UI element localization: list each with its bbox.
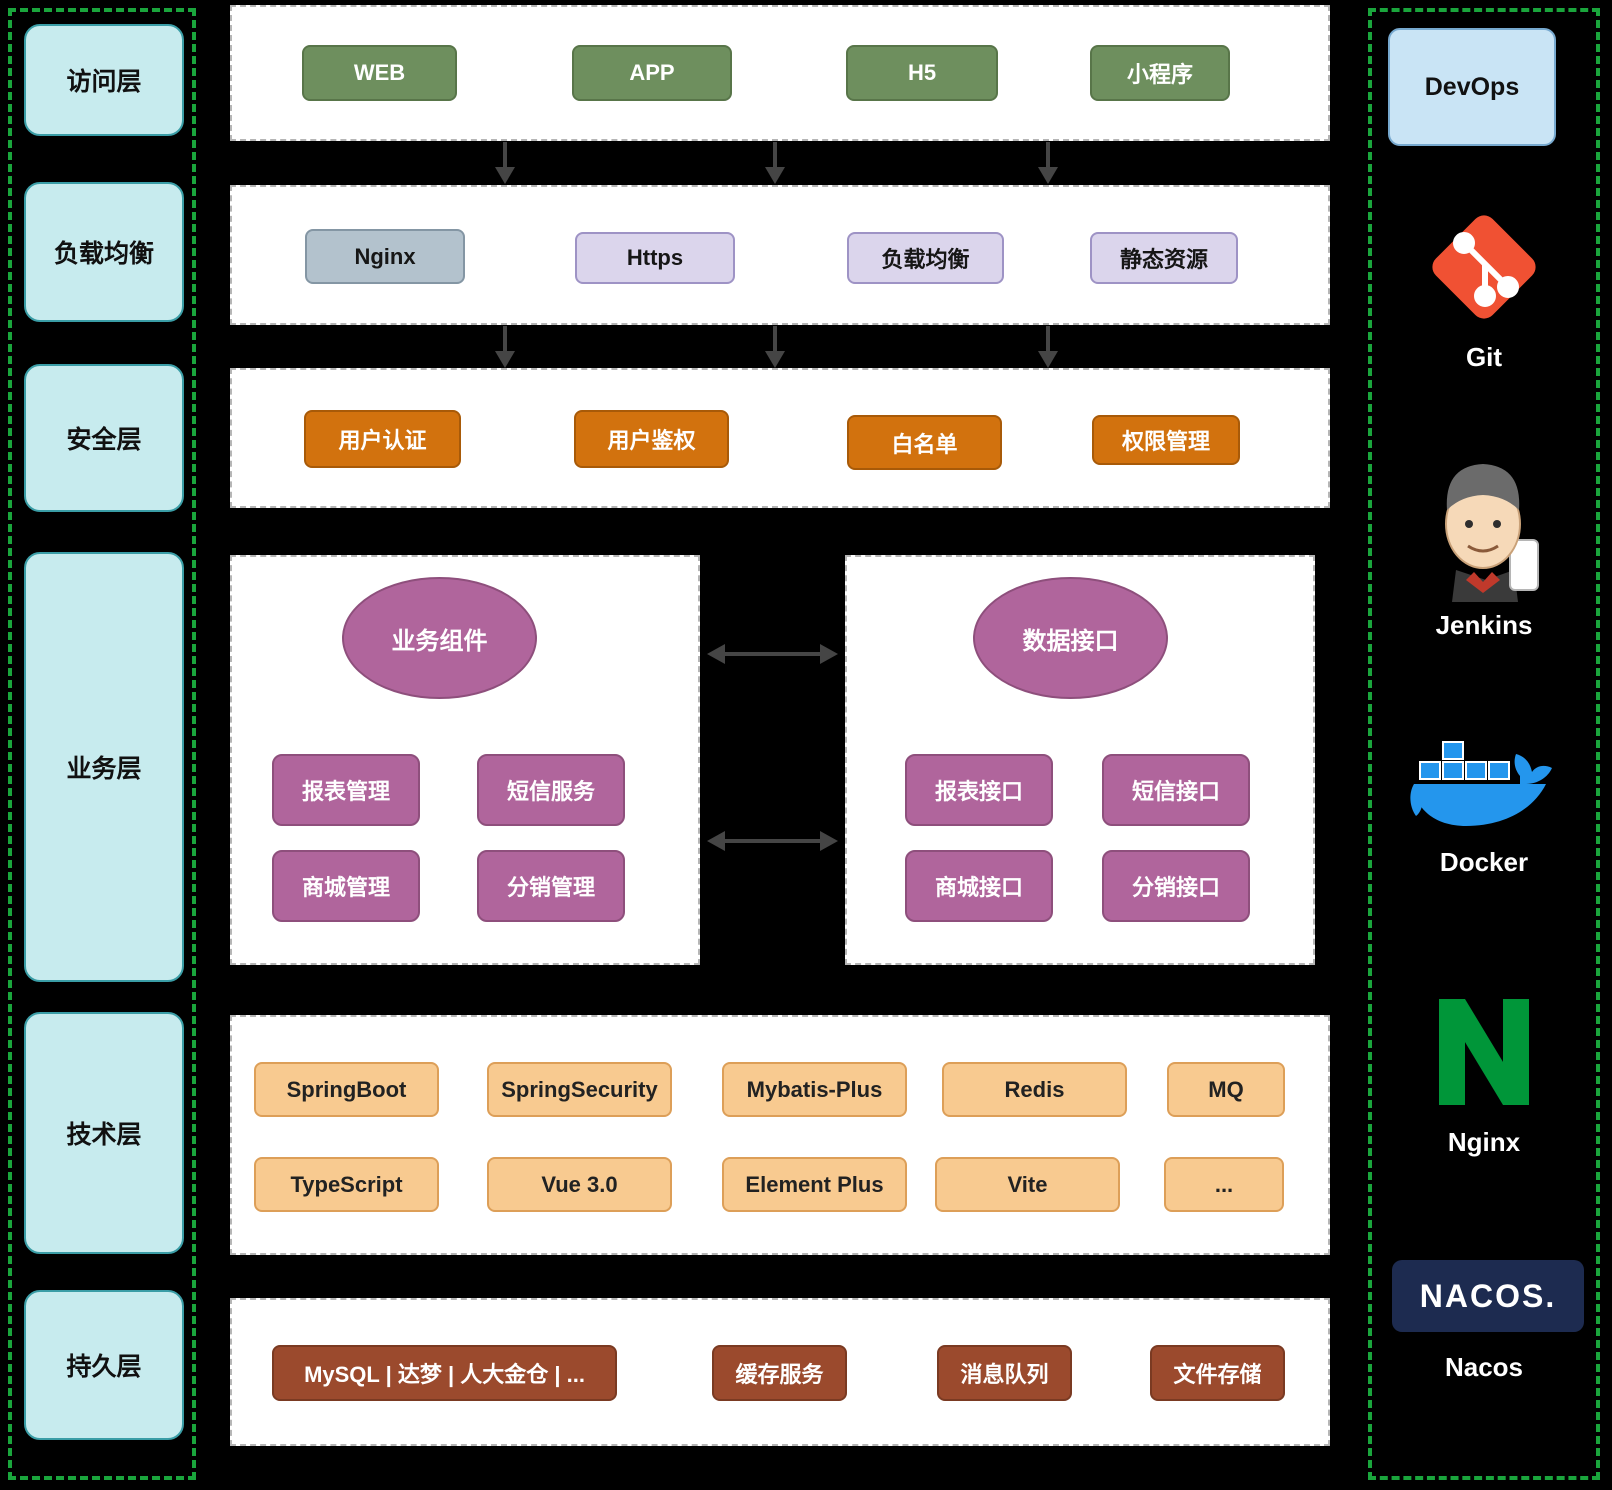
layer-label-load-balance: 负载均衡: [24, 182, 184, 322]
node-web: WEB: [302, 45, 457, 101]
node-cache-service: 缓存服务: [712, 1345, 847, 1401]
nacos-label: Nacos: [1444, 1352, 1524, 1382]
data-interfaces-panel: 数据接口 报表接口 短信接口 商城接口 分销接口: [845, 555, 1315, 965]
business-components-panel: 业务组件 报表管理 短信服务 商城管理 分销管理: [230, 555, 700, 965]
flow-arrow-down-icon: [1038, 142, 1058, 184]
bidirectional-arrow-icon: [707, 644, 838, 664]
node-vite: Vite: [935, 1157, 1120, 1212]
node-tech-more: ...: [1164, 1157, 1284, 1212]
persistence-layer-row: MySQL | 达梦 | 人大金仓 | ... 缓存服务 消息队列 文件存储: [230, 1298, 1330, 1446]
node-springboot: SpringBoot: [254, 1062, 439, 1117]
git-label: Git: [1465, 342, 1503, 372]
node-report-api: 报表接口: [905, 754, 1053, 826]
layer-label-business: 业务层: [24, 552, 184, 982]
node-mall-mgmt: 商城管理: [272, 850, 420, 922]
flow-arrow-down-icon: [765, 142, 785, 184]
security-layer-row: 用户认证 用户鉴权 白名单 权限管理: [230, 368, 1330, 508]
node-mq: MQ: [1167, 1062, 1285, 1117]
node-element-plus: Element Plus: [722, 1157, 907, 1212]
node-sms-api: 短信接口: [1102, 754, 1250, 826]
node-distribution-api: 分销接口: [1102, 850, 1250, 922]
layer-label-security: 安全层: [24, 364, 184, 512]
node-permission-mgmt: 权限管理: [1092, 415, 1240, 465]
node-mybatis-plus: Mybatis-Plus: [722, 1062, 907, 1117]
tech-layer-row: SpringBoot SpringSecurity Mybatis-Plus R…: [230, 1015, 1330, 1255]
docker-label: Docker: [1439, 847, 1529, 877]
node-springsecurity: SpringSecurity: [487, 1062, 672, 1117]
node-vue3: Vue 3.0: [487, 1157, 672, 1212]
node-whitelist: 白名单: [847, 415, 1002, 470]
devops-panel: DevOps Git Jenkins: [1368, 8, 1600, 1480]
bidirectional-arrow-icon: [707, 831, 838, 851]
node-report-mgmt: 报表管理: [272, 754, 420, 826]
flow-arrow-down-icon: [495, 142, 515, 184]
business-components-title: 业务组件: [342, 577, 537, 699]
node-user-auth: 用户认证: [304, 410, 461, 468]
docker-icon: [1410, 741, 1552, 826]
node-miniprogram: 小程序: [1090, 45, 1230, 101]
nginx-label: Nginx: [1447, 1127, 1521, 1157]
node-app: APP: [572, 45, 732, 101]
layer-legend-panel: 访问层 负载均衡 安全层 业务层 技术层 持久层: [8, 8, 196, 1480]
node-https: Https: [575, 232, 735, 284]
devops-title-box: DevOps: [1388, 28, 1556, 146]
node-mall-api: 商城接口: [905, 850, 1053, 922]
layer-label-tech: 技术层: [24, 1012, 184, 1254]
node-h5: H5: [846, 45, 998, 101]
node-user-authz: 用户鉴权: [574, 410, 729, 468]
node-message-queue: 消息队列: [937, 1345, 1072, 1401]
layer-label-access: 访问层: [24, 24, 184, 136]
jenkins-label: Jenkins: [1435, 610, 1533, 640]
node-typescript: TypeScript: [254, 1157, 439, 1212]
access-layer-row: WEB APP H5 小程序: [230, 5, 1330, 141]
flow-arrow-down-icon: [765, 326, 785, 368]
node-databases: MySQL | 达梦 | 人大金仓 | ...: [272, 1345, 617, 1401]
layer-label-persistence: 持久层: [24, 1290, 184, 1440]
flow-arrow-down-icon: [1038, 326, 1058, 368]
nacos-logo: NACOS.: [1392, 1260, 1584, 1332]
node-distribution-mgmt: 分销管理: [477, 850, 625, 922]
node-redis: Redis: [942, 1062, 1127, 1117]
flow-arrow-down-icon: [495, 326, 515, 368]
node-file-storage: 文件存储: [1150, 1345, 1285, 1401]
nginx-icon: [1439, 999, 1529, 1105]
data-interfaces-title: 数据接口: [973, 577, 1168, 699]
node-static-assets: 静态资源: [1090, 232, 1238, 284]
jenkins-icon: [1445, 464, 1539, 602]
load-balancing-row: Nginx Https 负载均衡 静态资源: [230, 185, 1330, 325]
git-icon: [1432, 215, 1536, 319]
node-nginx: Nginx: [305, 229, 465, 284]
node-load-balance: 负载均衡: [847, 232, 1004, 284]
node-sms-service: 短信服务: [477, 754, 625, 826]
